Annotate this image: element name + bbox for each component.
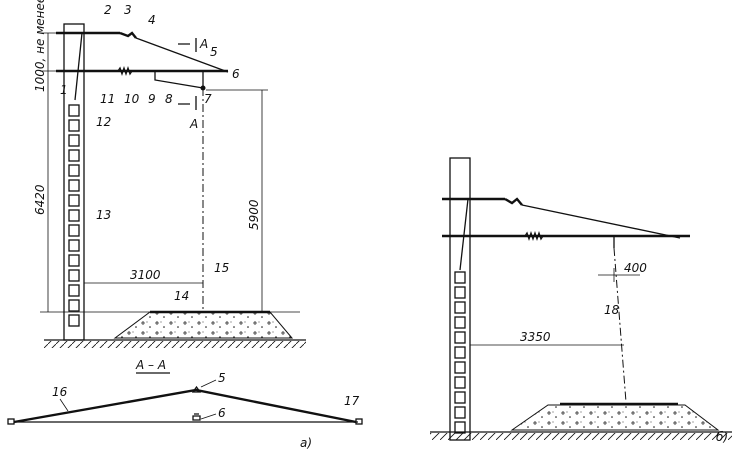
section-label-top: А (199, 37, 208, 51)
ladder-rung (454, 406, 466, 419)
dim-1000 (40, 32, 62, 72)
dim-1000-label: 1000, не менее (33, 0, 47, 92)
node-5 (191, 385, 202, 393)
callout-13: 13 (96, 208, 111, 222)
dim-400-label: 400 (624, 261, 647, 275)
strut-b (459, 198, 469, 271)
caption-b: б) (716, 430, 728, 444)
ladder-rung (68, 209, 80, 222)
callout-3: 3 (124, 3, 132, 17)
ladder-rung (68, 269, 80, 282)
callout-10: 10 (124, 92, 140, 106)
dim-5900-label: 5900 (247, 199, 261, 230)
callout-14: 14 (174, 289, 189, 303)
ladder-rung (454, 331, 466, 344)
rod-b (521, 204, 681, 239)
anchor-left (7, 418, 15, 425)
ballast-b (510, 404, 720, 431)
callout-11: 11 (100, 92, 115, 106)
ladder-rung (454, 316, 466, 329)
callout-1: 1 (60, 83, 68, 97)
ladder-rung (68, 239, 80, 252)
callout-5: 5 (210, 45, 218, 59)
callout-5-aa: 5 (218, 371, 226, 385)
ladder-rung (68, 299, 80, 312)
figure-b: 400 3350 18 б) (430, 157, 732, 444)
dim-3350-label: 3350 (520, 330, 551, 344)
ladder-rung (454, 376, 466, 389)
callout-17: 17 (344, 394, 360, 408)
rod-4-a (135, 37, 229, 73)
section-mark-top (178, 38, 197, 52)
callout-8: 8 (165, 92, 173, 106)
ladder-rung (454, 346, 466, 359)
pole-b-ladder (454, 271, 466, 434)
wire-18 (613, 247, 627, 403)
ladder-rung (68, 104, 80, 117)
section-aa: А – А 16 5 6 17 (7, 358, 363, 425)
dim-400 (598, 268, 640, 282)
ladder-rung (68, 254, 80, 267)
strut-11-a (74, 32, 83, 101)
spring-10-a (117, 65, 133, 77)
section-mark-bottom (178, 96, 197, 110)
ground-hatch-b (430, 433, 732, 440)
ballast-a (113, 311, 294, 339)
bracket-8-a (154, 71, 204, 89)
callout-6: 6 (232, 67, 240, 81)
leader-16 (59, 398, 69, 412)
dim-5900 (206, 89, 268, 312)
spring-b (524, 230, 544, 242)
ladder-rung (68, 224, 80, 237)
insulator-3-a (119, 31, 137, 39)
ground-hatch-a (44, 341, 306, 348)
callout-16: 16 (52, 385, 68, 399)
section-label-bottom: А (189, 117, 198, 131)
callout-4: 4 (148, 13, 156, 27)
ladder-rung (68, 179, 80, 192)
leader-5-aa (200, 379, 217, 388)
ladder-rung (454, 301, 466, 314)
ladder-rung (68, 164, 80, 177)
ladder-rung (454, 286, 466, 299)
ladder-rung (68, 314, 80, 327)
callout-9: 9 (148, 92, 156, 106)
callout-6-aa: 6 (218, 406, 226, 420)
dim-6420-label: 6420 (33, 184, 47, 215)
ladder-rung (454, 391, 466, 404)
pole-a-ladder (68, 104, 80, 327)
ladder-rung (68, 149, 80, 162)
ladder-rung (68, 134, 80, 147)
ladder-rung (68, 284, 80, 297)
pole-b (449, 157, 471, 441)
leader-6-aa (200, 413, 217, 420)
callout-7: 7 (204, 92, 212, 106)
ladder-rung (454, 271, 466, 284)
caption-a: а) (300, 436, 312, 450)
node-6 (192, 413, 201, 421)
section-aa-rods (13, 388, 357, 424)
anchor-right (355, 418, 363, 425)
ladder-rung (68, 119, 80, 132)
dim-3100-label: 3100 (130, 268, 161, 282)
ladder-rung (68, 194, 80, 207)
callout-12: 12 (96, 115, 111, 129)
callout-18: 18 (604, 303, 620, 317)
section-aa-title: А – А (135, 358, 166, 372)
callout-15: 15 (214, 261, 229, 275)
ladder-rung (454, 361, 466, 374)
callout-2: 2 (104, 3, 112, 17)
insulator-b (504, 197, 523, 206)
